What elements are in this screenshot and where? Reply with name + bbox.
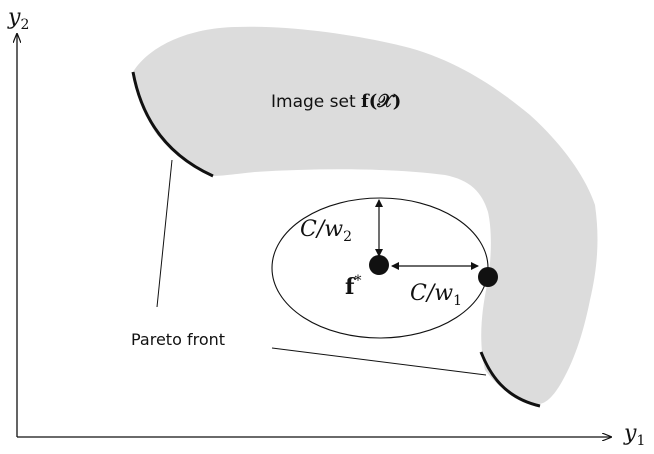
vertical-radius-label: C/w2	[300, 217, 352, 245]
ideal-point-f-star	[369, 255, 389, 275]
pareto-front-upper	[131, 71, 214, 178]
pareto-front-lower	[479, 351, 541, 408]
horizontal-radius-label: C/w1	[410, 281, 462, 309]
pareto-pointer-upper	[156, 159, 173, 308]
image-set-label: Image set f(𝒳)	[271, 91, 401, 112]
pareto-front-label: Pareto front	[131, 330, 225, 349]
pareto-point	[478, 267, 498, 287]
image-set-region	[133, 26, 598, 404]
pareto-pointer-lower	[271, 347, 487, 376]
y-axis-label: y2	[7, 5, 29, 33]
x-axis-label: y1	[623, 421, 645, 449]
point-label-f-star: f*	[345, 273, 361, 300]
